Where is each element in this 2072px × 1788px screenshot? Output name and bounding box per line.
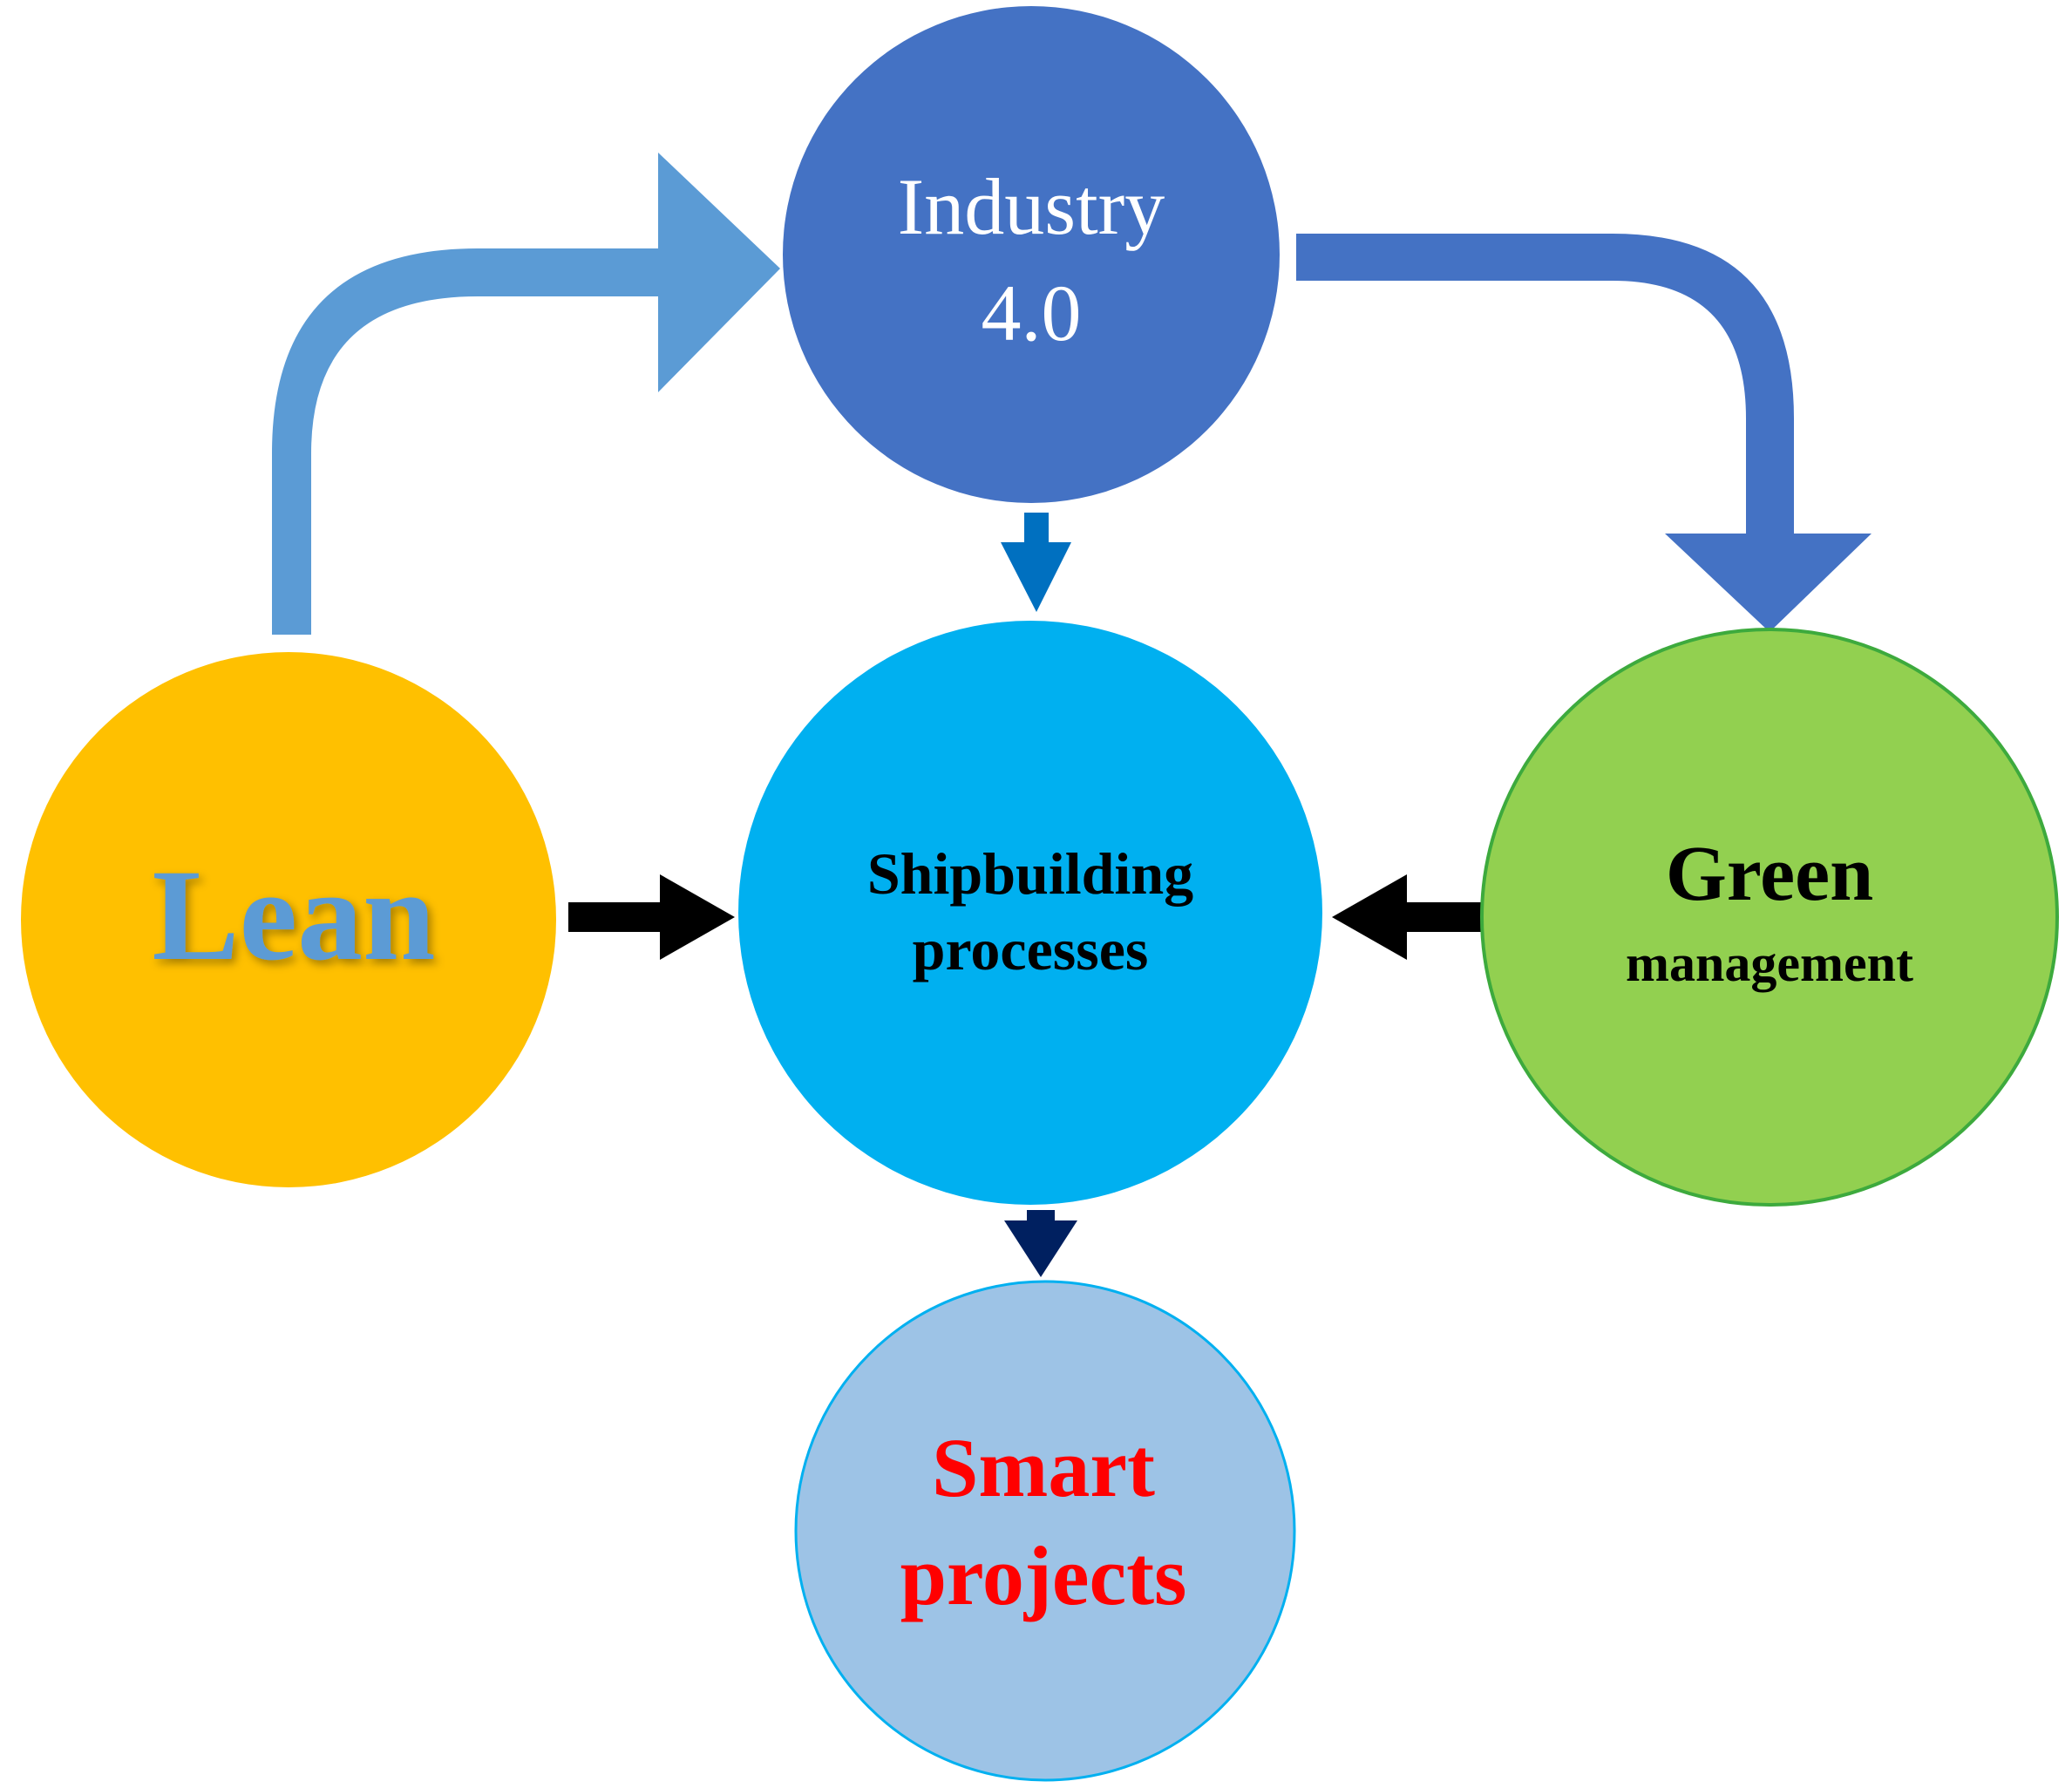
shipbuilding-to-smart-arrow [1004,1210,1077,1277]
shipbuilding-to-smart-arrow-body [1004,1210,1077,1277]
green-label-line2: management [1626,935,1913,992]
shipbuilding-circle [738,621,1322,1205]
green-to-shipbuilding-arrow-body [1332,874,1483,960]
shipbuilding-label-line1: Shipbuilding [867,840,1193,907]
industry-to-shipbuilding-arrow [1001,513,1071,612]
industry-to-shipbuilding-arrow-body [1001,513,1071,612]
smart-circle [794,1280,1296,1782]
green-to-shipbuilding-arrow [1332,874,1483,960]
industry-label-line2: 4.0 [982,269,1082,357]
industry-circle [783,6,1280,503]
smart-label-line1: Smart [932,1421,1155,1514]
green-node: Green management [1480,628,2059,1207]
lean-node: Lean [21,652,556,1187]
green-label-line1: Green [1666,831,1873,917]
industry-label-line1: Industry [898,162,1165,251]
industry-node: Industry 4.0 [783,6,1280,503]
lean-circle [21,652,556,1187]
industry-to-green-arrow [1296,234,1872,632]
lean-to-shipbuilding-arrow [568,874,735,960]
lean-to-shipbuilding-arrow-body [568,874,735,960]
smart-node: Smart projects [794,1280,1296,1782]
lean-label: Lean [152,843,435,988]
shipbuilding-node: Shipbuilding processes [738,621,1322,1205]
shipbuilding-label-line2: processes [913,916,1149,982]
smart-label-line2: projects [900,1529,1187,1622]
green-circle [1480,628,2059,1207]
lean-to-industry-arrow [272,153,780,635]
lean-to-industry-arrow-body [272,153,780,635]
industry-to-green-arrow-body [1296,234,1872,632]
